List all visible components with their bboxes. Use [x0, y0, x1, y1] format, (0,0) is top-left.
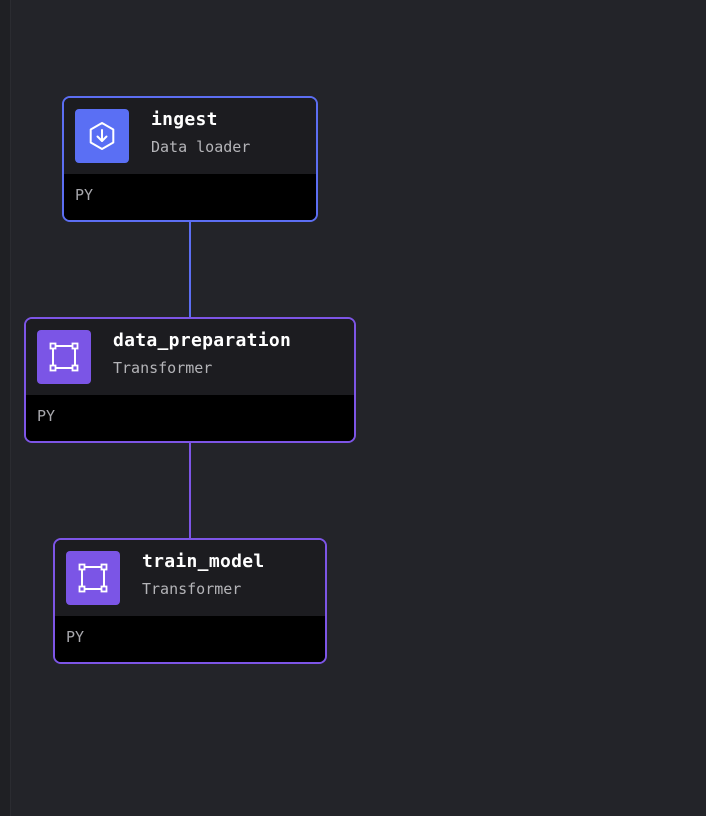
block-language: PY [37, 407, 56, 425]
block-type: Data loader [151, 138, 251, 156]
block-footer: PY [26, 395, 354, 441]
block-header: ingest Data loader [64, 98, 316, 174]
canvas-left-rail [0, 0, 11, 816]
block-name: train_model [142, 551, 265, 572]
block-footer: PY [64, 174, 316, 220]
block-header: train_model Transformer [55, 540, 325, 616]
block-header: data_preparation Transformer [26, 319, 354, 395]
edge-data-preparation-to-train-model [189, 442, 191, 539]
block-data-preparation[interactable]: data_preparation Transformer PY [24, 317, 356, 443]
block-train-model[interactable]: train_model Transformer PY [53, 538, 327, 664]
transform-square-icon [37, 330, 91, 384]
block-type: Transformer [113, 359, 213, 377]
block-language: PY [66, 628, 85, 646]
edge-ingest-to-data-preparation [189, 221, 191, 318]
block-ingest[interactable]: ingest Data loader PY [62, 96, 318, 222]
block-name: data_preparation [113, 330, 292, 351]
transform-square-icon [66, 551, 120, 605]
block-footer: PY [55, 616, 325, 662]
block-language: PY [75, 186, 94, 204]
download-icon [75, 109, 129, 163]
block-type: Transformer [142, 580, 242, 598]
block-name: ingest [151, 109, 218, 130]
